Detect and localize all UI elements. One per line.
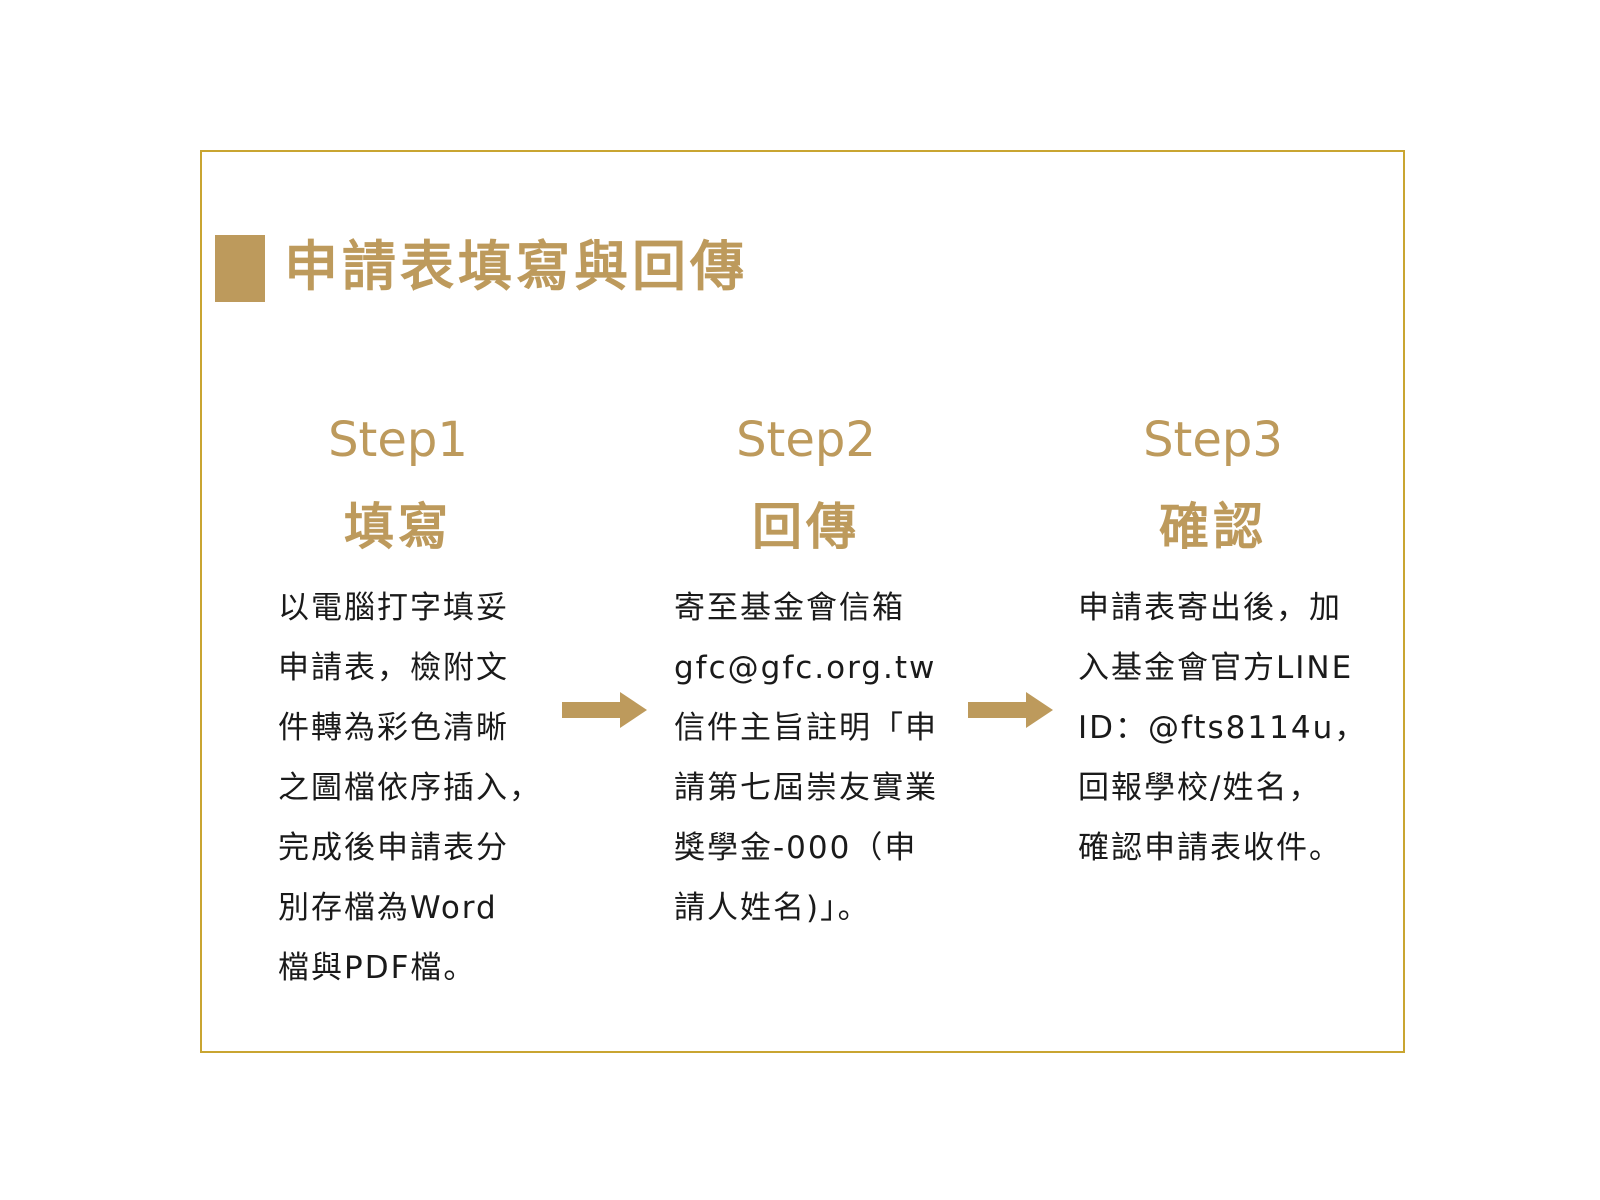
step2-description: 寄至基金會信箱 gfc@gfc.org.tw 信件主旨註明「申 請第七屆崇友實業…	[674, 578, 959, 938]
step2-label: Step2	[736, 412, 876, 468]
step3-line: 確認申請表收件。	[1078, 830, 1342, 866]
step3-line: ID：@fts8114u，	[1078, 710, 1368, 746]
step2-line: 請第七屆崇友實業	[674, 770, 938, 806]
step1-label: Step1	[328, 412, 468, 468]
step1-name: 填寫	[344, 498, 452, 556]
step2-line: 寄至基金會信箱	[674, 590, 905, 626]
step2-line: 獎學金-000（申	[674, 830, 918, 866]
step3-label: Step3	[1143, 412, 1283, 468]
step1-line: 別存檔為Word	[278, 890, 498, 926]
step1-line: 之圖檔依序插入，	[278, 770, 542, 806]
content-frame	[200, 150, 1405, 1053]
step3-line: 回報學校/姓名，	[1078, 770, 1322, 806]
right-arrow-icon	[562, 692, 647, 728]
step1-description: 以電腦打字填妥 申請表，檢附文 件轉為彩色清晰 之圖檔依序插入， 完成後申請表分…	[278, 578, 563, 998]
step2-line: gfc@gfc.org.tw	[674, 650, 937, 686]
page-title: 申請表填寫與回傳	[284, 235, 748, 298]
step1-line: 檔與PDF檔。	[278, 950, 477, 986]
title-accent-bar	[215, 235, 265, 302]
step2-line: 信件主旨註明「申	[674, 710, 938, 746]
step2-name: 回傳	[752, 498, 860, 556]
step1-line: 以電腦打字填妥	[278, 590, 509, 626]
step3-description: 申請表寄出後，加 入基金會官方LINE ID：@fts8114u， 回報學校/姓…	[1078, 578, 1378, 878]
step3-name: 確認	[1159, 498, 1267, 556]
step3-line: 入基金會官方LINE	[1078, 650, 1354, 686]
step1-line: 申請表，檢附文	[278, 650, 509, 686]
step3-line: 申請表寄出後，加	[1078, 590, 1342, 626]
step1-line: 件轉為彩色清晰	[278, 710, 509, 746]
step1-line: 完成後申請表分	[278, 830, 509, 866]
step2-line: 請人姓名)」。	[674, 890, 871, 926]
right-arrow-icon	[968, 692, 1053, 728]
